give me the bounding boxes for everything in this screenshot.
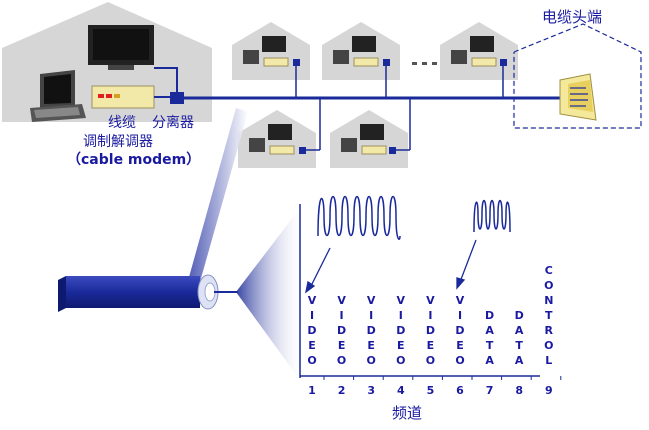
channel-letter: V [307,294,317,307]
channel-letter: I [369,309,374,322]
channel-letter: A [485,324,494,337]
channels-axis-label: 频道 [392,404,423,422]
channel-letter: E [456,339,464,352]
channel-letter: E [367,339,375,352]
channel-letter: O [396,354,406,367]
channel-letter: O [455,354,465,367]
channel-letter: V [366,294,376,307]
house-bottom-2 [330,110,408,168]
splitter-icon [170,92,184,104]
channel-letter: A [485,354,494,367]
channel-letter: D [366,324,376,337]
coax-cable-icon [58,274,238,312]
channel-letter: O [425,354,436,367]
channel-letter: L [545,354,553,367]
channel-letter: V [396,294,406,307]
headend-label: 电缆头端 [542,8,603,26]
channel-letter: V [426,294,435,307]
channel-number: 4 [396,384,405,397]
channel-letter: E [426,339,435,352]
channel-letter: A [514,324,524,337]
house-bottom-1 [238,110,316,168]
channel-letter: D [396,324,406,337]
channel-number: 5 [426,384,435,397]
cable-modem-icon [91,85,155,109]
channel-letter: N [544,294,554,307]
channel-letter: O [336,354,347,367]
channel-letter: E [308,339,316,352]
channel-letter: D [514,309,524,322]
channel-letter: C [544,264,553,277]
splitter-label: 分离器 [152,115,194,131]
channel-letter: V [337,294,346,307]
channel-letter: V [455,294,465,307]
data-arrow [459,239,477,283]
channel-number: 9 [544,384,553,397]
headend-house [513,23,642,129]
house-top-3 [440,22,518,80]
channel-number: 7 [485,384,494,397]
channel-letter: I [428,309,433,322]
channel-letter: R [544,324,554,337]
data-waveform [473,199,511,233]
house-top-2 [322,22,400,80]
channel-letter: D [337,324,347,337]
channel-letter: T [545,309,553,322]
spectrum-cone [236,208,300,380]
channel-number: 8 [515,384,524,397]
house-top-1 [232,22,310,80]
tv-icon [88,25,154,70]
channel-number: 6 [456,384,464,397]
channel-letter: I [339,309,344,322]
video-waveform [317,195,401,240]
zoom-cone [186,108,248,296]
channel-number: 2 [337,384,346,397]
channel-letter: D [425,324,435,337]
video-arrow [309,247,331,289]
channel-letter: I [309,309,315,322]
channel-number: 3 [367,384,376,397]
channel-letter: I [398,309,403,322]
computer-icon [30,70,86,122]
channel-letter: E [337,339,346,352]
channel-number: 1 [308,384,316,397]
channel-letter: O [307,354,317,367]
channel-letter: A [514,354,524,367]
channel-letter: T [515,339,523,352]
channel-letter: O [544,339,554,352]
channel-letter: I [457,309,463,322]
more-houses-dots [412,62,437,65]
channel-letter: O [544,279,554,292]
channel-letter: D [455,324,465,337]
cable-modem-label-line2: 调制解调器 [83,134,153,150]
cable-modem-label-line3: （cable modem） [67,152,201,168]
channel-letter: T [485,339,494,352]
channel-letter: O [366,354,376,367]
channel-letter: E [397,339,405,352]
channel-letter: D [307,324,317,337]
channel-letter: D [485,309,495,322]
cable-modem-label-line1: 线缆 [108,115,136,131]
